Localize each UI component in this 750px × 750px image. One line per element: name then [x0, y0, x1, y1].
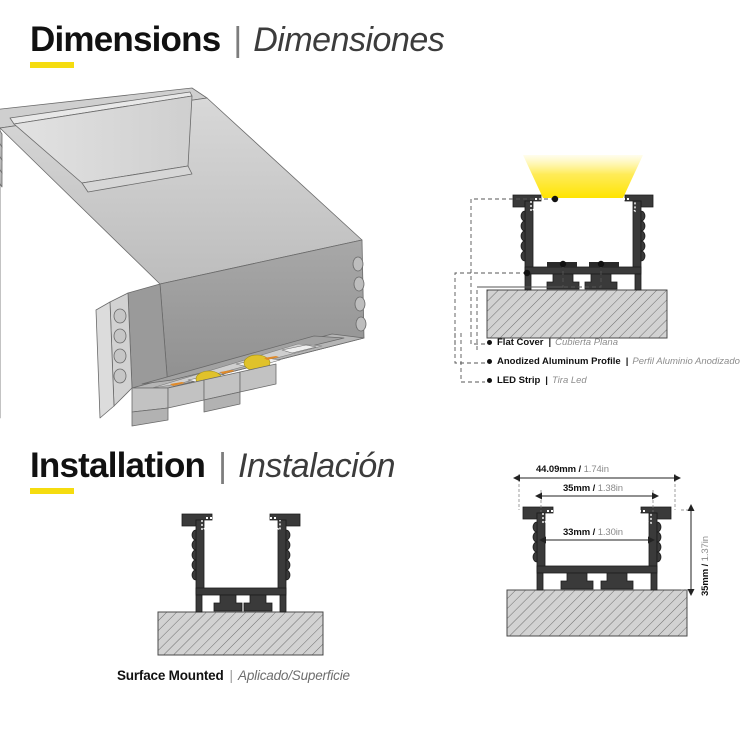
- cover-width-slash: /: [590, 483, 598, 494]
- caption-label-en: Surface Mounted: [117, 668, 224, 683]
- cover-width-label: 35mm / 1.38in: [563, 483, 623, 494]
- inner-width-in: 1.30in: [597, 527, 623, 538]
- cover-width-mm: 35mm: [563, 483, 591, 494]
- outer-width-mm: 44.09mm: [536, 464, 576, 475]
- dimensions-title-es: Dimensiones: [253, 21, 445, 59]
- cover-width-in: 1.38in: [597, 483, 623, 494]
- height-slash: /: [700, 561, 711, 569]
- led-marker-dot-right: [597, 260, 605, 268]
- callout-cross-section: [454, 155, 668, 351]
- caption-label-es: Aplicado/Superficie: [238, 668, 350, 683]
- legend-item-flat-cover: Flat Cover | Cubierta Plana: [487, 333, 740, 352]
- legend-label-es: Cubierta Plana: [555, 337, 618, 348]
- installation-heading: Installation | Instalación: [30, 446, 396, 485]
- legend-bullet-icon: [487, 340, 492, 345]
- dimensions-heading: Dimensions | Dimensiones: [30, 20, 445, 59]
- legend-item-led-strip: LED Strip | Tira Led: [487, 371, 740, 390]
- dimensions-title-separator: |: [233, 21, 243, 59]
- cover-marker-dot: [551, 195, 559, 203]
- legend-leader-lines: [454, 333, 485, 383]
- legend-label-en: LED Strip: [497, 375, 541, 386]
- legend-label-es: Tira Led: [551, 375, 587, 386]
- height-in: 1.37in: [700, 536, 711, 562]
- mounting-substrate: [157, 611, 324, 656]
- caption-separator: |: [229, 668, 234, 683]
- outer-width-in: 1.74in: [583, 464, 609, 475]
- led-light-glow: [523, 155, 643, 198]
- height-label: 35mm / 1.37in: [700, 536, 711, 596]
- mounting-substrate: [486, 289, 668, 339]
- outer-width-label: 44.09mm / 1.74in: [536, 464, 609, 475]
- dimensions-title-en: Dimensions: [30, 20, 221, 59]
- installation-title-es: Instalación: [238, 447, 396, 485]
- installation-title-en: Installation: [30, 446, 206, 485]
- component-legend: Flat Cover | Cubierta Plana Anodized Alu…: [487, 333, 740, 390]
- outer-width-slash: /: [575, 464, 584, 475]
- profile-3d-render: [0, 87, 367, 427]
- surface-mounted-cross-section: [157, 513, 324, 656]
- inner-width-slash: /: [590, 527, 598, 538]
- profile-marker-dot: [523, 269, 531, 277]
- mounting-substrate: [506, 589, 688, 637]
- led-marker-dot-left: [559, 260, 567, 268]
- legend-label-en: Flat Cover: [497, 337, 544, 348]
- height-mm: 35mm: [700, 568, 711, 596]
- inner-width-mm: 33mm: [563, 527, 591, 538]
- legend-separator: |: [625, 356, 629, 367]
- installation-accent-bar: [30, 488, 74, 494]
- legend-item-aluminum-profile: Anodized Aluminum Profile | Perfil Alumi…: [487, 352, 740, 371]
- surface-mounted-caption: Surface Mounted | Aplicado/Superficie: [117, 668, 350, 683]
- dimensions-accent-bar: [30, 62, 74, 68]
- dimensioned-cross-section: [506, 474, 695, 637]
- legend-separator: |: [548, 337, 552, 348]
- legend-separator: |: [545, 375, 548, 386]
- inner-width-label: 33mm / 1.30in: [563, 527, 623, 538]
- legend-bullet-icon: [487, 378, 492, 383]
- legend-bullet-icon: [487, 359, 492, 364]
- installation-title-separator: |: [218, 447, 227, 485]
- legend-label-en: Anodized Aluminum Profile: [497, 356, 621, 367]
- legend-label-es: Perfil Aluminio Anodizado: [632, 356, 740, 367]
